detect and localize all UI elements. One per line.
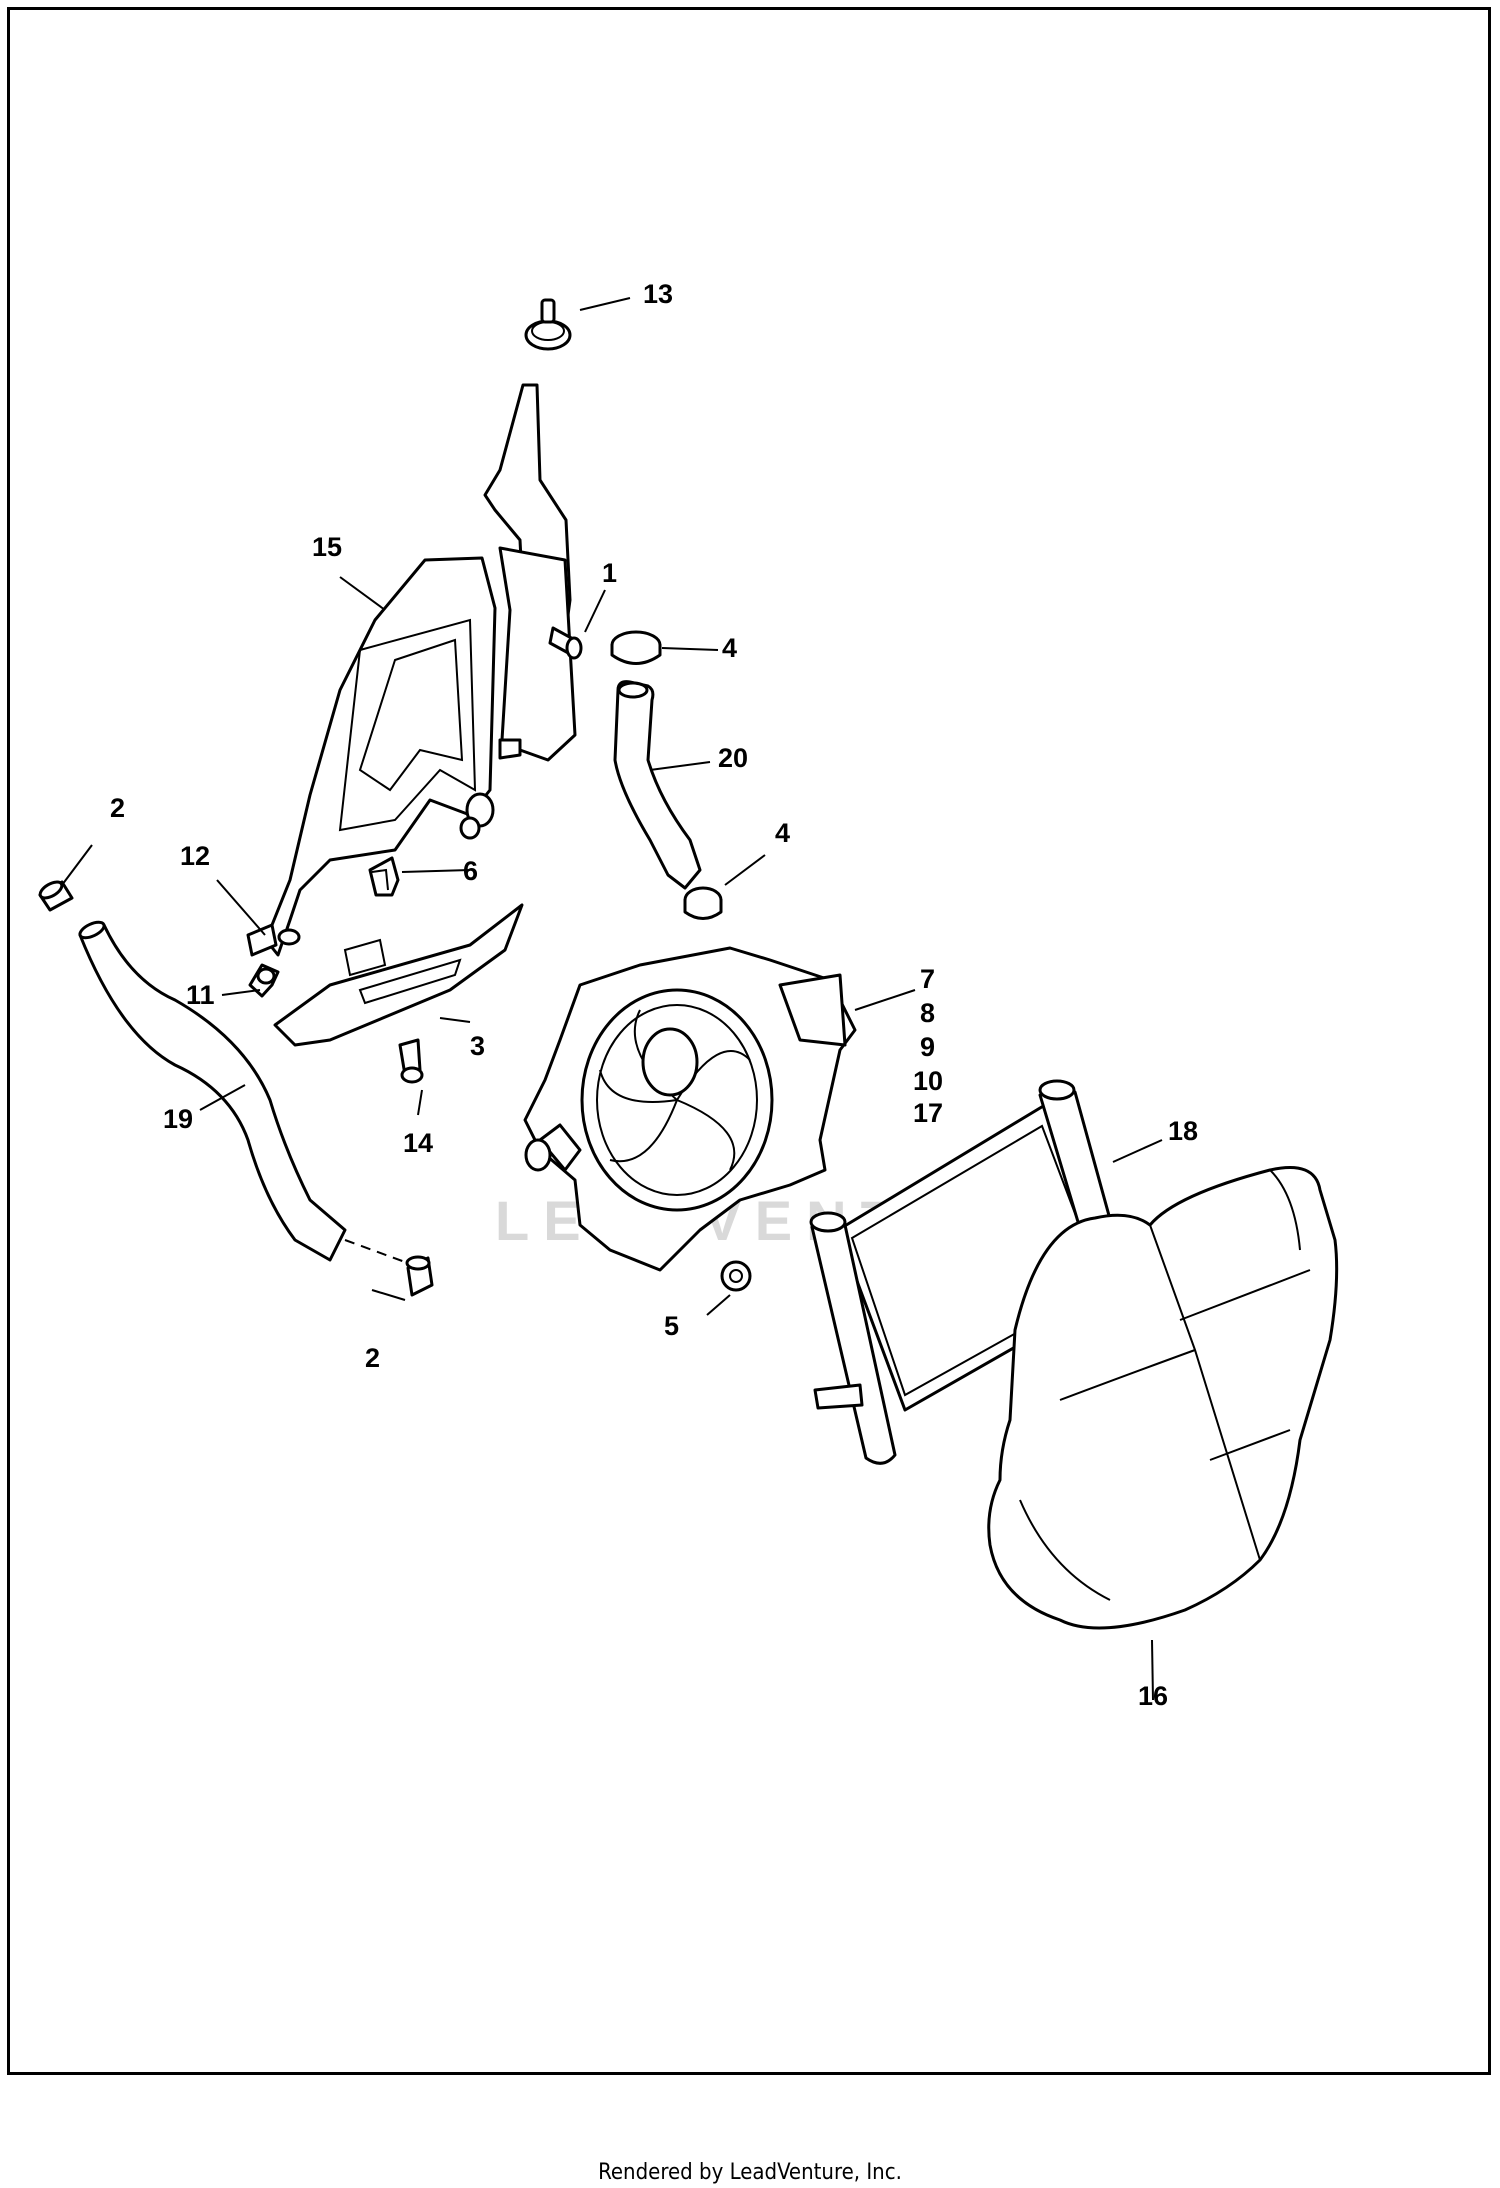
callout-4b: 4	[775, 818, 790, 848]
callout-5: 5	[664, 1311, 679, 1341]
callout-2b: 2	[365, 1343, 380, 1373]
part-13-hose-clamp[interactable]	[524, 298, 572, 351]
diagram-frame	[7, 7, 1491, 2075]
callout-18: 18	[1168, 1116, 1198, 1146]
callout-12: 12	[180, 841, 210, 871]
callout-15: 15	[312, 532, 342, 562]
part-4-hose-clamp-lower[interactable]	[683, 886, 723, 920]
footer-credit: Rendered by LeadVenture, Inc.	[598, 2160, 902, 2185]
part-14-bolt[interactable]	[398, 1038, 424, 1084]
callout-17: 17	[913, 1098, 943, 1128]
part-5-grommet[interactable]	[720, 1260, 752, 1292]
part-20-hose[interactable]	[613, 680, 702, 890]
callout-19: 19	[163, 1104, 193, 1134]
hose-alignment-dash	[344, 1239, 406, 1263]
part-12-screw[interactable]	[246, 923, 301, 957]
part-7-fan-assembly[interactable]	[523, 946, 857, 1272]
part-16-radiator-shroud[interactable]	[987, 1166, 1339, 1630]
part-2-cap-lower[interactable]	[405, 1255, 434, 1297]
callout-labels: 13 15 1 4 20 4 2 12 6 11 3 14 19 2 5 7 8…	[110, 279, 1198, 1711]
part-19-hose[interactable]	[78, 919, 347, 1262]
callout-11: 11	[186, 980, 215, 1010]
part-4-hose-clamp-upper[interactable]	[610, 630, 662, 665]
callout-16: 16	[1138, 1681, 1168, 1711]
part-1-bolt[interactable]	[548, 626, 583, 660]
callout-1: 1	[602, 558, 617, 588]
callout-13: 13	[643, 279, 673, 309]
callout-10: 10	[913, 1066, 943, 1096]
callout-20: 20	[718, 743, 748, 773]
part-6-clip[interactable]	[368, 856, 400, 897]
callout-7: 7	[920, 964, 935, 994]
callout-8: 8	[920, 998, 935, 1028]
part-11-nut[interactable]	[248, 963, 280, 998]
callout-14: 14	[403, 1128, 433, 1158]
callout-6: 6	[463, 856, 478, 886]
part-15-radiator-bracket[interactable]	[264, 383, 577, 957]
leader-lines	[61, 297, 1163, 1701]
part-3-shroud-plate[interactable]	[273, 903, 524, 1047]
callout-3: 3	[470, 1031, 485, 1061]
callout-4a: 4	[722, 633, 737, 663]
callout-2a: 2	[110, 793, 125, 823]
part-2-cap-upper[interactable]	[38, 879, 74, 912]
callout-9: 9	[920, 1032, 935, 1062]
